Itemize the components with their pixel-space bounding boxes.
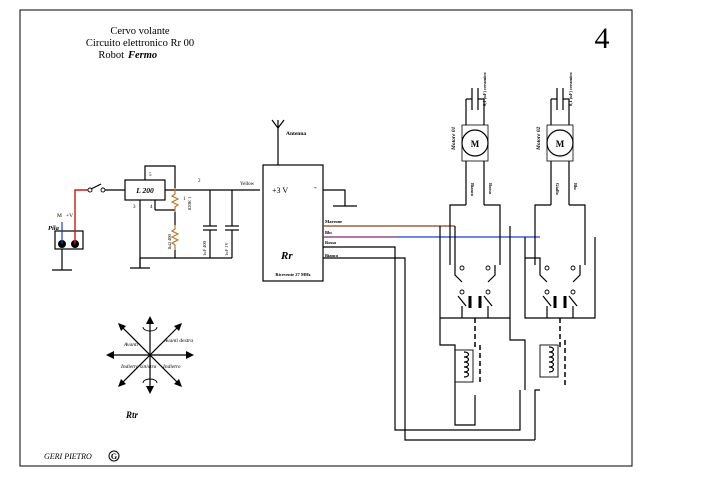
- author-logo-icon: G: [108, 450, 120, 462]
- direction-indietro: Indietro: [162, 364, 181, 370]
- output-wire-bianco: [323, 257, 535, 441]
- supply-wire-positive: [74, 189, 88, 244]
- plus-sign: +V: [66, 213, 73, 219]
- regulator-pin-5: 5: [149, 173, 152, 178]
- receiver-outputs: Marrone Blu Rosso Bianco: [323, 219, 540, 441]
- common-ground-wire: [139, 257, 232, 268]
- motor-02: Motore 02 0,1 (uF) ceramico M Giallo Blu: [536, 72, 578, 205]
- author-logo-letter: G: [111, 452, 117, 461]
- power-switch: [87, 183, 106, 193]
- motor-01-wire-b: [484, 204, 501, 265]
- regulator-label: L 200: [135, 186, 154, 195]
- minus-sign: M: [57, 213, 62, 219]
- regulator-feedback-wire: [144, 165, 176, 188]
- motor-01-symbol: M: [471, 139, 480, 149]
- motor-02-wire-right: Blu: [573, 183, 578, 190]
- direction-avanti: Avanti: [123, 342, 139, 348]
- receiver-rr: +3 V - Rr Ricevente 27 MHz: [262, 164, 324, 282]
- receiver-sublabel: Ricevente 27 MHz: [275, 272, 310, 277]
- title-line-3-prefix: Robot: [98, 50, 124, 61]
- motor-01-cap-label: 0,1 (uF) ceramico: [482, 72, 487, 106]
- regulator-pin-1: 1: [183, 197, 186, 202]
- motor-01-label: Motore 01: [451, 126, 457, 151]
- direction-indietro-sinistra: Indietro sinistra: [120, 364, 157, 370]
- regulator-pin-3: 3: [133, 205, 136, 210]
- motor-02-wire-left: Giallo: [555, 183, 560, 196]
- page-frame: [19, 9, 633, 467]
- title-line-1: Cervo volante: [110, 26, 170, 37]
- motor-01-wire-left: Bianco: [470, 183, 475, 197]
- resistor-1-label: 820K 1: [187, 197, 192, 210]
- motor-02-wire-a: [534, 204, 551, 265]
- title-line-2: Circuito elettronico Rr 00: [86, 38, 194, 49]
- resistor-2: [170, 225, 180, 250]
- author-name: GERI PIETRO: [44, 452, 92, 461]
- relay-coil-1: [439, 318, 481, 426]
- resistor-2-label: 1kΩ 400: [167, 234, 172, 250]
- motor-02-wire-b: [569, 204, 586, 265]
- receiver-plus-label: +3 V: [272, 186, 288, 195]
- output-label-rosso: Rosso: [325, 240, 337, 245]
- relay-coil-2: [509, 318, 566, 440]
- output-label-bianco: Bianco: [325, 253, 339, 258]
- transmitter-diagram: Avanti Avanti destra Indietro sinistra I…: [106, 316, 194, 394]
- cap-2-label: 1uF 1V: [224, 242, 229, 256]
- regulator-pin-2: 2: [198, 179, 201, 184]
- title-line-3-emphasis: Fermo: [127, 50, 157, 61]
- receiver-ground-wire: [323, 189, 346, 206]
- output-label-marrone: Marrone: [325, 219, 342, 224]
- receiver-label: Rr: [280, 250, 293, 262]
- motor-02-cap-label: 0,1 (uF) ceramico: [568, 72, 573, 106]
- receiver-minus-label: -: [314, 183, 317, 192]
- direction-avanti-destra: Avanti destra: [163, 338, 193, 344]
- motor-02-symbol: M: [556, 139, 565, 149]
- supply-wire-label: Yellow: [240, 182, 255, 187]
- cap-1-label: 1uF 400: [202, 240, 207, 256]
- motor-01-wire-a: [449, 204, 466, 265]
- antenna-icon: [271, 119, 285, 165]
- motor-01: Motore 01 0,1 (uF) ceramico M Bianco Ros…: [451, 72, 493, 205]
- motor-02-label: Motore 02: [536, 126, 542, 151]
- battery-label: Pila: [48, 225, 60, 232]
- resistor-1: [170, 188, 180, 212]
- antenna-label: Antenna: [286, 131, 306, 137]
- motor-01-wire-right: Rosso: [488, 183, 493, 195]
- output-label-blu: Blu: [325, 230, 332, 235]
- page-number: 4: [595, 22, 610, 55]
- output-wire-rosso: [323, 246, 521, 431]
- battery: Pila M +V: [48, 213, 84, 250]
- regulator-pin-4: 4: [150, 205, 153, 210]
- transmitter-label: Rtr: [125, 410, 139, 420]
- title-block: Cervo volante Circuito elettronico Rr 00…: [86, 26, 194, 61]
